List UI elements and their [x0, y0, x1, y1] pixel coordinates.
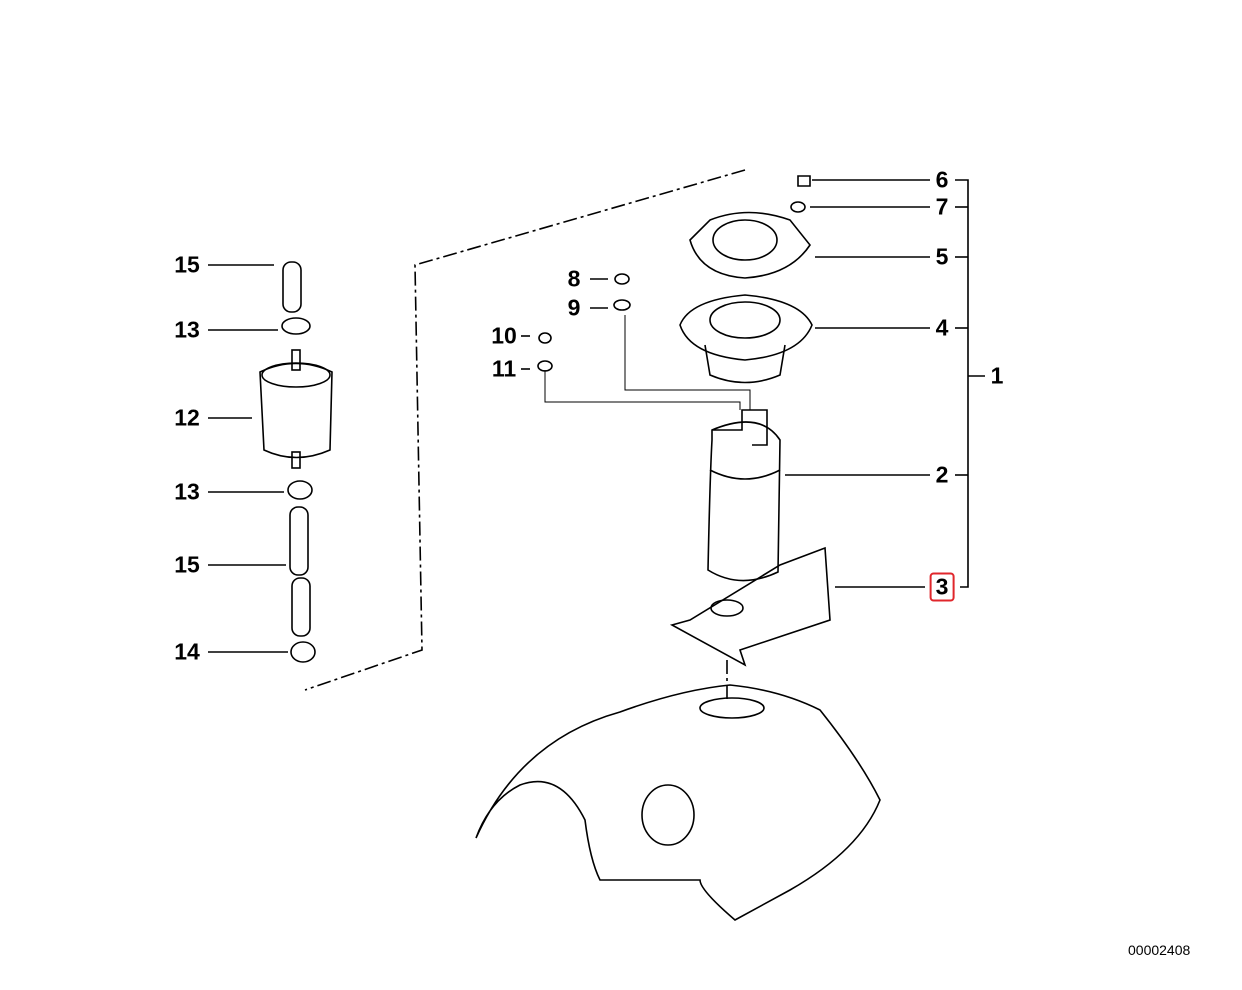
- callout-2[interactable]: 2: [935, 461, 949, 488]
- callout-13[interactable]: 13: [174, 478, 200, 505]
- callout-7[interactable]: 7: [935, 193, 949, 220]
- callout-15[interactable]: 15: [174, 551, 200, 578]
- leader-lines: [208, 169, 985, 700]
- fuel-pump-assembly: [475, 175, 881, 921]
- callout-15[interactable]: 15: [174, 251, 200, 278]
- callout-11[interactable]: 11: [491, 355, 517, 382]
- callout-3-highlighted[interactable]: 3: [929, 572, 955, 602]
- callout-10[interactable]: 10: [491, 322, 517, 349]
- diagram-reference-number: 00002408: [1128, 942, 1191, 958]
- callout-12[interactable]: 12: [174, 404, 200, 431]
- callout-13[interactable]: 13: [174, 316, 200, 343]
- callout-9[interactable]: 9: [567, 294, 581, 321]
- callout-8[interactable]: 8: [567, 265, 581, 292]
- callout-6[interactable]: 6: [935, 166, 949, 193]
- callout-14[interactable]: 14: [174, 638, 200, 665]
- callout-4[interactable]: 4: [935, 314, 949, 341]
- callout-1[interactable]: 1: [990, 362, 1004, 389]
- callout-5[interactable]: 5: [935, 243, 949, 270]
- fuel-filter-assembly: [259, 261, 333, 663]
